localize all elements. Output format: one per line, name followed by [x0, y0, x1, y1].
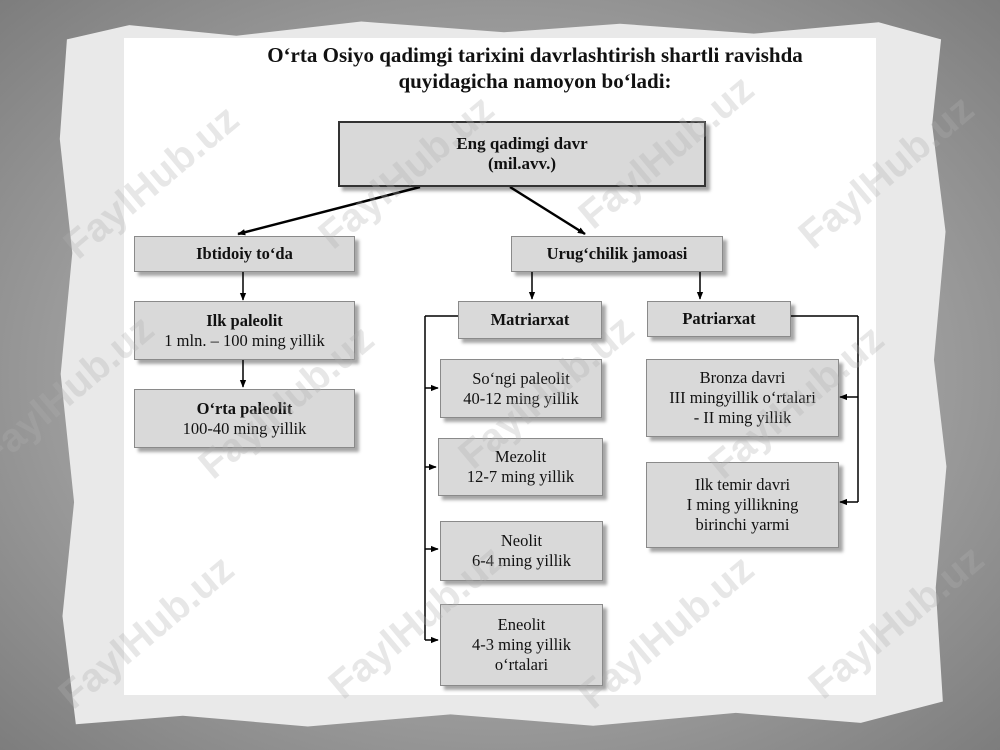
arrow-root-ibtidoiy [237, 185, 421, 236]
title-line-1: O‘rta Osiyo qadimgi tarixini davrlashtir… [267, 43, 803, 67]
node-ilk-temir-davri: Ilk temir davri I ming yillikning birinc… [646, 462, 839, 548]
node-mezolit-period: 12-7 ming yillik [466, 467, 575, 486]
node-eneolit-extra: o‘rtalari [494, 655, 549, 674]
node-urug-label: Urug‘chilik jamoasi [546, 244, 688, 263]
node-bronza-period: III mingyillik o‘rtalari [669, 388, 816, 407]
node-eneolit: Eneolit 4-3 ming yillik o‘rtalari [440, 604, 603, 686]
node-ilk-paleolit-name: Ilk paleolit [206, 310, 283, 330]
node-ilk-paleolit: Ilk paleolit 1 mln. – 100 ming yillik [134, 301, 355, 360]
node-ilk-paleolit-period: 1 mln. – 100 ming yillik [164, 330, 325, 350]
node-ibtidoiy-toda: Ibtidoiy to‘da [134, 236, 355, 272]
node-neolit-name: Neolit [500, 531, 543, 550]
node-songi-paleolit-period: 40-12 ming yillik [463, 388, 579, 408]
node-eneolit-period: 4-3 ming yillik [472, 635, 571, 654]
node-temir-extra: birinchi yarmi [695, 515, 790, 534]
node-matriarxat: Matriarxat [458, 301, 602, 339]
node-patriarxat: Patriarxat [647, 301, 791, 337]
node-patriarxat-label: Patriarxat [682, 309, 756, 328]
node-orta-paleolit-name: O‘rta paleolit [196, 398, 293, 418]
node-songi-paleolit: So‘ngi paleolit 40-12 ming yillik [440, 359, 602, 418]
node-bronza-davri: Bronza davri III mingyillik o‘rtalari - … [646, 359, 839, 437]
node-neolit: Neolit 6-4 ming yillik [440, 521, 603, 581]
node-ibtidoiy-label: Ibtidoiy to‘da [196, 244, 293, 263]
node-matriarxat-label: Matriarxat [490, 310, 570, 329]
node-temir-period: I ming yillikning [686, 495, 799, 514]
node-neolit-period: 6-4 ming yillik [472, 551, 571, 570]
node-eng-qadimgi-davr: Eng qadimgi davr (mil.avv.) [338, 121, 706, 187]
node-eneolit-name: Eneolit [497, 615, 546, 634]
node-root-line2: (mil.avv.) [488, 154, 556, 173]
arrow-root-urug [509, 185, 586, 236]
node-mezolit-name: Mezolit [494, 447, 547, 466]
node-orta-paleolit: O‘rta paleolit 100-40 ming yillik [134, 389, 355, 448]
node-bronza-name: Bronza davri [699, 368, 786, 387]
title-line-2: quyidagicha namoyon bo‘ladi: [398, 69, 672, 93]
node-orta-paleolit-period: 100-40 ming yillik [182, 418, 307, 438]
node-urugchilik-jamoasi: Urug‘chilik jamoasi [511, 236, 723, 272]
page-title: O‘rta Osiyo qadimgi tarixini davrlashtir… [190, 42, 880, 94]
node-root-line1: Eng qadimgi davr [456, 134, 588, 153]
node-songi-paleolit-name: So‘ngi paleolit [472, 368, 570, 388]
node-temir-name: Ilk temir davri [694, 475, 791, 494]
node-bronza-extra: - II ming yillik [693, 408, 792, 427]
node-mezolit: Mezolit 12-7 ming yillik [438, 438, 603, 496]
